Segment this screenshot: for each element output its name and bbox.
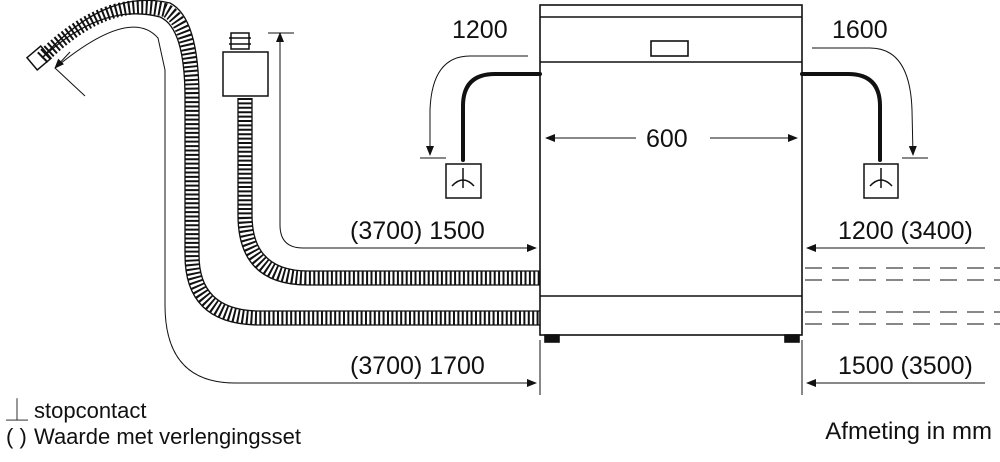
water-tap-icon (222, 32, 269, 97)
drain-right-label: 1500 (3500) (838, 352, 973, 380)
legend: ⏊stopcontact ( ) Waarde met verlengingsse… (6, 398, 301, 450)
legend-parens-row: ( ) Waarde met verlengingsset (6, 424, 301, 450)
outlet-left-label: 1200 (452, 16, 508, 44)
parens-symbol: ( ) (6, 424, 27, 449)
foot-left (544, 334, 560, 343)
power-cables (461, 72, 882, 162)
inlet-hose-icon (237, 98, 540, 286)
left-reach-lines (54, 26, 541, 395)
socket-icon: ⏊ (6, 398, 29, 423)
legend-socket-row: ⏊stopcontact (6, 398, 301, 424)
control-panel-display (650, 40, 689, 57)
drain-left-label: (3700) 1700 (350, 352, 485, 380)
legend-parens-label: Waarde met verlengingsset (34, 424, 301, 449)
socket-icon (445, 163, 482, 199)
legend-socket-label: stopcontact (34, 398, 147, 423)
outlet-distance-arrows (420, 47, 928, 159)
drain-hose-icon (25, 0, 540, 326)
width-label: 600 (646, 125, 688, 153)
unit-note: Afmeting in mm (825, 418, 992, 445)
outlet-right-label: 1600 (832, 16, 888, 44)
dishwasher (539, 4, 803, 343)
power-cable-left (461, 72, 542, 162)
inlet-right-label: 1200 (3400) (838, 217, 973, 245)
socket-icon (863, 163, 899, 199)
foot-right (784, 334, 800, 343)
right-reach-lines (801, 244, 1000, 395)
power-cable-right (800, 72, 882, 162)
inlet-left-label: (3700) 1500 (350, 217, 485, 245)
